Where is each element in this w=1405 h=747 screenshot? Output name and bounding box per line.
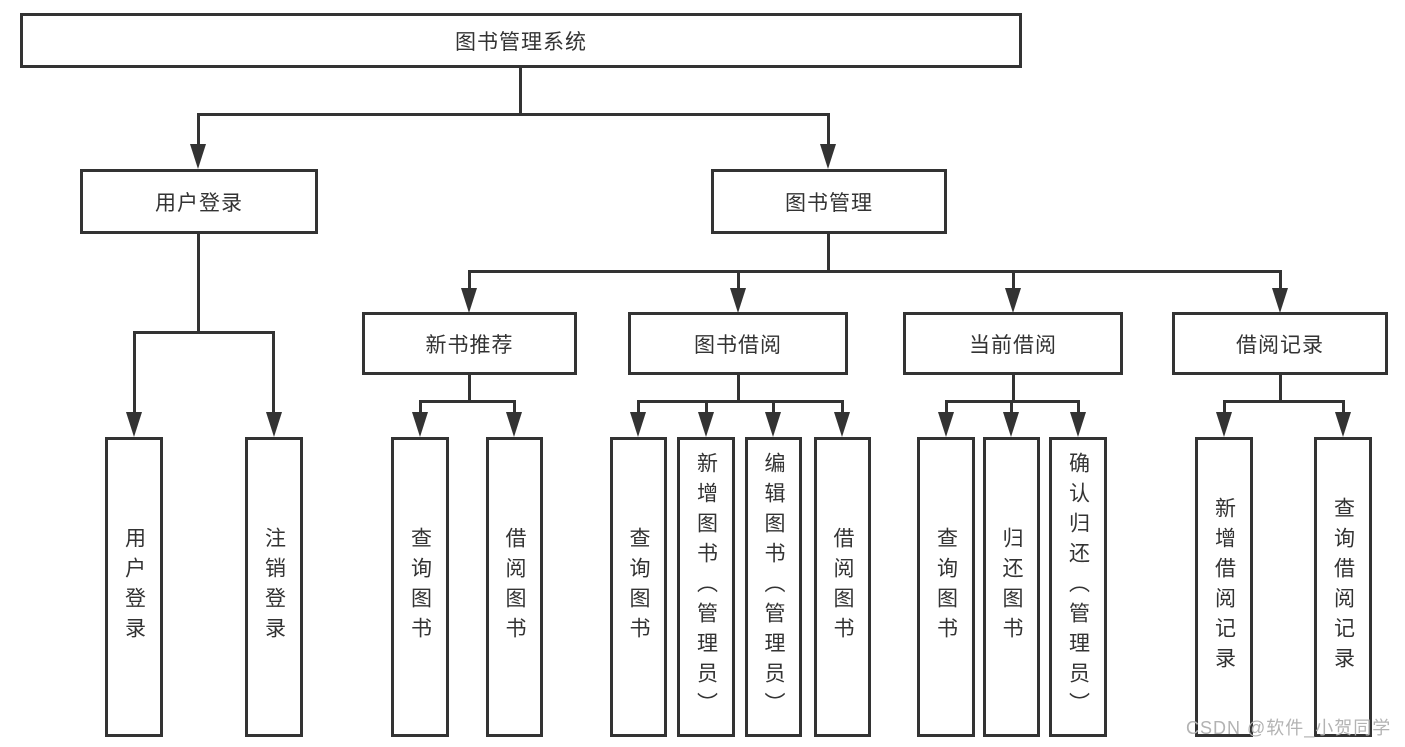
leaf-borrow-borrow-book: 借阅图书	[814, 437, 871, 737]
leaf-records-add-label: 新增借阅记录	[1212, 497, 1236, 677]
leaf-user-login: 用户登录	[105, 437, 163, 737]
arrow-down-icon	[266, 412, 282, 437]
connector-line	[772, 400, 775, 414]
connector-line	[513, 400, 516, 414]
arrow-down-icon	[630, 412, 646, 437]
arrow-down-icon	[765, 412, 781, 437]
connector-line	[519, 68, 522, 116]
leaf-borrow-edit-book: 编辑图书（管理员）	[745, 437, 802, 737]
arrow-down-icon	[1272, 288, 1288, 313]
leaf-current-query-label: 查询图书	[934, 527, 958, 647]
arrow-down-icon	[730, 288, 746, 313]
connector-line	[1279, 270, 1282, 290]
connector-line	[841, 400, 844, 414]
arrow-down-icon	[412, 412, 428, 437]
connector-line	[1342, 400, 1345, 414]
connector-line	[197, 113, 830, 116]
leaf-current-return: 归还图书	[983, 437, 1040, 737]
node-borrow-records: 借阅记录	[1172, 312, 1388, 375]
connector-line	[827, 113, 830, 146]
leaf-records-query: 查询借阅记录	[1314, 437, 1372, 737]
arrow-down-icon	[1005, 288, 1021, 313]
arrow-down-icon	[190, 144, 206, 169]
leaf-records-query-label: 查询借阅记录	[1331, 497, 1355, 677]
arrow-down-icon	[126, 412, 142, 437]
leaf-logout-label: 注销登录	[262, 527, 286, 647]
connector-line	[272, 331, 275, 415]
node-current-borrow: 当前借阅	[903, 312, 1123, 375]
node-book-borrow-label: 图书借阅	[694, 333, 782, 357]
connector-line	[197, 113, 200, 146]
connector-line	[737, 375, 740, 403]
leaf-current-query: 查询图书	[917, 437, 975, 737]
connector-line	[419, 400, 516, 403]
node-new-book-recommend: 新书推荐	[362, 312, 577, 375]
leaf-borrow-add-book: 新增图书（管理员）	[677, 437, 735, 737]
connector-line	[133, 331, 136, 415]
connector-line	[468, 270, 471, 290]
arrow-down-icon	[461, 288, 477, 313]
leaf-borrow-query-label: 查询图书	[627, 527, 651, 647]
arrow-down-icon	[506, 412, 522, 437]
leaf-records-add: 新增借阅记录	[1195, 437, 1253, 737]
connector-line	[1012, 375, 1015, 403]
connector-line	[197, 234, 200, 334]
arrow-down-icon	[1070, 412, 1086, 437]
arrow-down-icon	[820, 144, 836, 169]
connector-line	[1223, 400, 1226, 414]
connector-line	[637, 400, 844, 403]
node-book-borrow: 图书借阅	[628, 312, 848, 375]
connector-line	[1012, 270, 1015, 290]
node-new-book-recommend-label: 新书推荐	[425, 333, 514, 357]
node-book-management: 图书管理	[711, 169, 947, 234]
leaf-newbook-query-label: 查询图书	[408, 527, 432, 647]
connector-line	[637, 400, 640, 414]
connector-line	[945, 400, 948, 414]
leaf-newbook-query: 查询图书	[391, 437, 449, 737]
connector-line	[737, 270, 740, 290]
connector-line	[468, 270, 1281, 273]
leaf-current-confirm-return-label: 确认归还（管理员）	[1066, 452, 1090, 722]
node-root-label: 图书管理系统	[455, 30, 587, 54]
connector-line	[1010, 400, 1013, 414]
node-current-borrow-label: 当前借阅	[969, 333, 1057, 357]
node-user-login-label: 用户登录	[155, 191, 243, 215]
arrow-down-icon	[698, 412, 714, 437]
leaf-newbook-borrow: 借阅图书	[486, 437, 543, 737]
connector-line	[419, 400, 422, 414]
leaf-borrow-add-book-label: 新增图书（管理员）	[694, 452, 718, 722]
connector-line	[1223, 400, 1345, 403]
connector-line	[1077, 400, 1080, 414]
leaf-borrow-edit-book-label: 编辑图书（管理员）	[762, 452, 786, 722]
leaf-borrow-query: 查询图书	[610, 437, 667, 737]
leaf-user-login-label: 用户登录	[122, 527, 146, 647]
arrow-down-icon	[1335, 412, 1351, 437]
leaf-logout: 注销登录	[245, 437, 303, 737]
node-root: 图书管理系统	[20, 13, 1022, 68]
connector-line	[133, 331, 275, 334]
connector-line	[468, 375, 471, 403]
leaf-borrow-borrow-book-label: 借阅图书	[831, 527, 855, 647]
connector-line	[705, 400, 708, 414]
node-user-login: 用户登录	[80, 169, 318, 234]
arrow-down-icon	[1003, 412, 1019, 437]
leaf-newbook-borrow-label: 借阅图书	[503, 527, 527, 647]
connector-line	[827, 234, 830, 273]
leaf-current-confirm-return: 确认归还（管理员）	[1049, 437, 1107, 737]
csdn-watermark: CSDN @软件_小贺同学	[1186, 718, 1392, 738]
arrow-down-icon	[1216, 412, 1232, 437]
leaf-current-return-label: 归还图书	[1000, 527, 1024, 647]
node-borrow-records-label: 借阅记录	[1236, 333, 1324, 357]
connector-line	[1279, 375, 1282, 403]
arrow-down-icon	[938, 412, 954, 437]
node-book-management-label: 图书管理	[785, 191, 873, 215]
arrow-down-icon	[834, 412, 850, 437]
